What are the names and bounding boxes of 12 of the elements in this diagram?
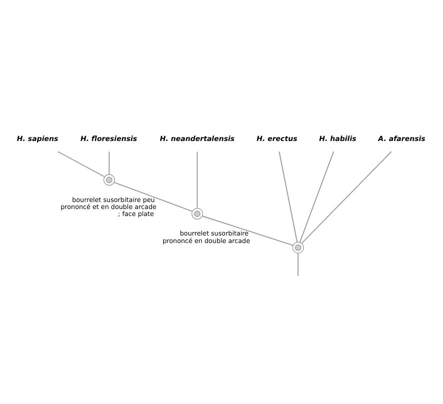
connector — [114, 181, 193, 212]
node-circle — [292, 241, 304, 253]
connector — [299, 150, 334, 242]
connector — [298, 252, 299, 276]
node-circle — [103, 174, 115, 186]
connector — [57, 150, 105, 177]
connector — [196, 150, 198, 208]
connector — [202, 215, 294, 246]
connector — [278, 150, 298, 242]
connector — [301, 150, 392, 244]
node-circle — [192, 208, 203, 219]
connector — [108, 150, 110, 174]
